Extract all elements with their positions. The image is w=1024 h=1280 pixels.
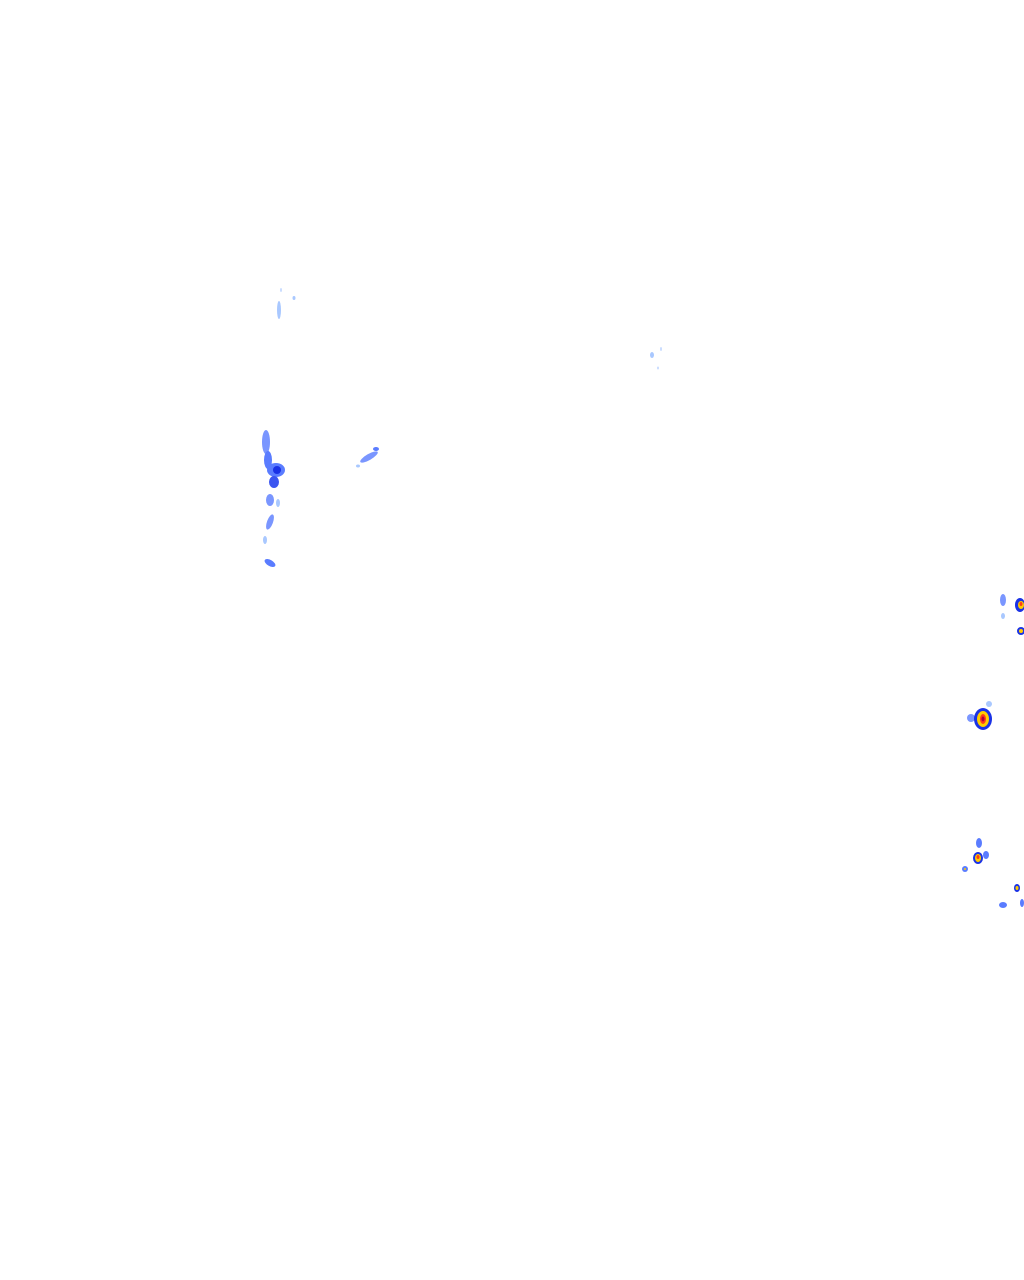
precip-echo-west-band-south — [263, 514, 276, 567]
precip-echo-east-cell-lower — [962, 838, 989, 872]
precip-echo-central-streak — [356, 447, 379, 468]
precip-echo-east-cell-bottom — [999, 884, 1024, 908]
precip-echo-west-band-main — [262, 430, 285, 507]
precip-echo-east-cell-upper — [1000, 594, 1024, 635]
precip-echo-west-band-north — [277, 288, 296, 319]
precip-echo-north-central-speck — [650, 347, 662, 370]
precip-echo-east-cell-middle — [967, 701, 992, 730]
